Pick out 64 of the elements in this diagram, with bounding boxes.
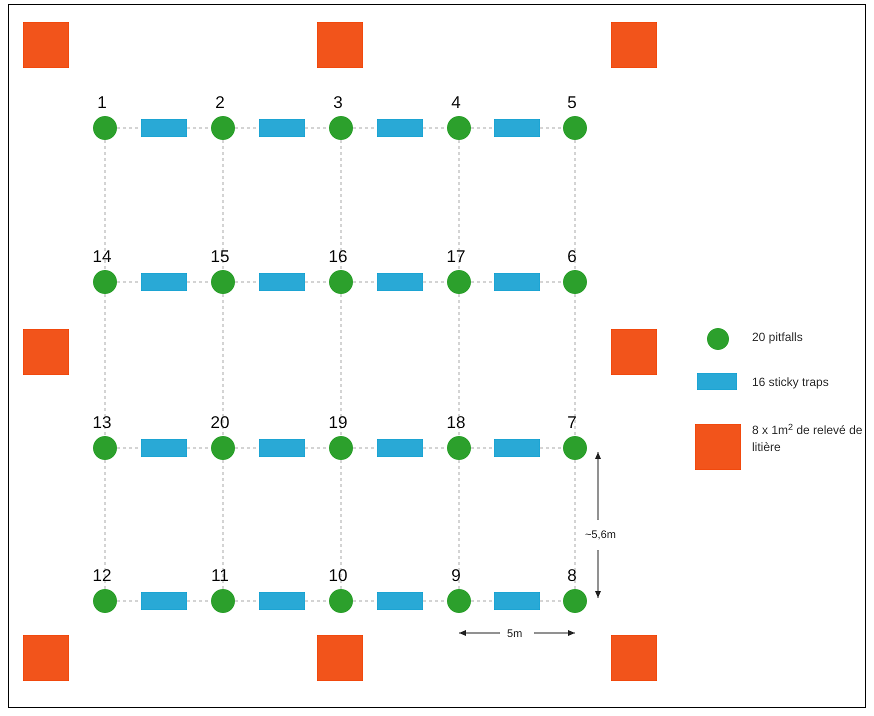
sticky-trap: [141, 439, 187, 457]
pitfall-number: 12: [92, 566, 112, 586]
dotted-line: [458, 294, 460, 436]
sticky-trap: [377, 273, 423, 291]
pitfall-number: 14: [92, 247, 112, 267]
litter-plot-square: [23, 329, 69, 375]
pitfall-number: 1: [97, 93, 107, 113]
pitfall-number: 16: [328, 247, 348, 267]
dotted-line: [340, 294, 342, 436]
dotted-line: [574, 460, 576, 590]
legend-text: 16 sticky traps: [752, 374, 830, 391]
pitfall-number: 3: [333, 93, 343, 113]
pitfall-number: 9: [451, 566, 461, 586]
dotted-line: [222, 460, 224, 590]
sticky-trap: [494, 592, 540, 610]
legend-text: 8 x 1m$^{2}$ de relevé de litière: [752, 422, 864, 456]
pitfall-number: 6: [567, 247, 577, 267]
pitfall-number: 20: [210, 413, 230, 433]
pitfall-number: 5: [567, 93, 577, 113]
dotted-line: [222, 294, 224, 436]
sticky-trap: [141, 592, 187, 610]
litter-plot-square: [23, 635, 69, 681]
dotted-line: [340, 140, 342, 270]
pitfall-number: 17: [446, 247, 466, 267]
sticky-trap: [141, 119, 187, 137]
pitfall-number: 7: [567, 413, 577, 433]
sticky-trap: [259, 119, 305, 137]
pitfall-number: 18: [446, 413, 466, 433]
sticky-trap: [259, 273, 305, 291]
pitfall-number: 8: [567, 566, 577, 586]
sticky-trap: [377, 439, 423, 457]
dotted-line: [340, 460, 342, 590]
litter-plot-square: [317, 22, 363, 68]
litter-plot-square: [23, 22, 69, 68]
sticky-trap: [494, 119, 540, 137]
dotted-line: [104, 460, 106, 590]
pitfall-number: 4: [451, 93, 461, 113]
legend-text: 20 pitfalls: [752, 329, 804, 346]
dotted-line: [574, 140, 576, 270]
dotted-line: [458, 140, 460, 270]
pitfall-number: 11: [211, 566, 229, 586]
pitfall-number: 10: [328, 566, 348, 586]
litter-plot-square: [611, 329, 657, 375]
dotted-line: [222, 140, 224, 270]
sticky-trap: [259, 439, 305, 457]
sticky-trap: [141, 273, 187, 291]
dotted-line: [104, 140, 106, 270]
sticky-trap: [494, 273, 540, 291]
pitfall-number: 15: [210, 247, 230, 267]
dotted-line: [574, 294, 576, 436]
dotted-line: [104, 294, 106, 436]
litter-plot-square: [611, 635, 657, 681]
pitfall-number: 19: [328, 413, 348, 433]
sticky-trap: [377, 592, 423, 610]
pitfall-number: 2: [215, 93, 225, 113]
dotted-line: [470, 600, 494, 602]
sticky-trap: [494, 439, 540, 457]
sticky-trap: [259, 592, 305, 610]
litter-plot-square: [317, 635, 363, 681]
litter-plot-square: [611, 22, 657, 68]
sticky-trap: [377, 119, 423, 137]
dotted-line: [458, 460, 460, 590]
dotted-line: [540, 600, 564, 602]
pitfall-number: 13: [92, 413, 112, 433]
